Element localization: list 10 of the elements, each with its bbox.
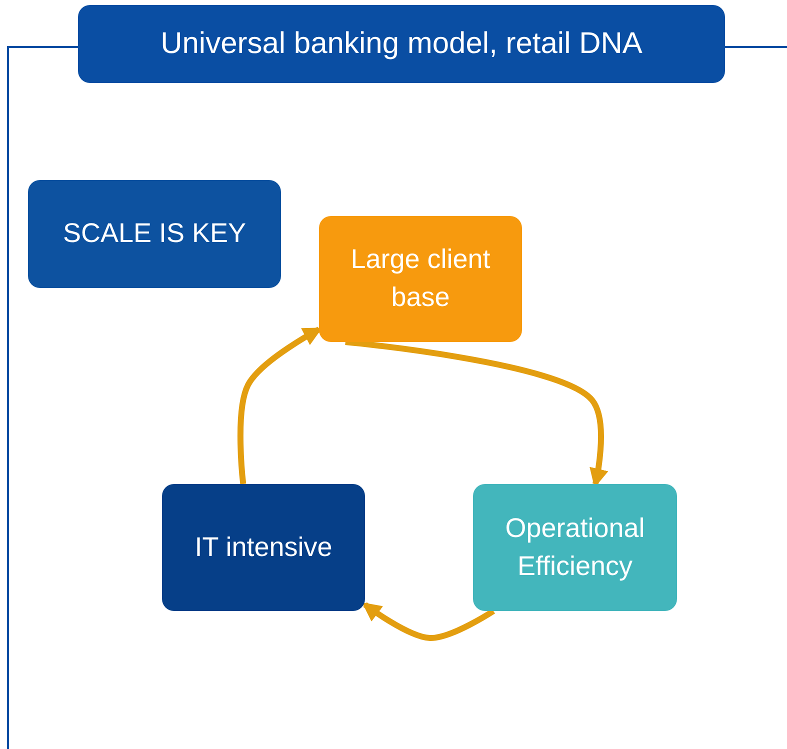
box-label: Large client base <box>350 243 492 314</box>
process-box <box>162 484 365 611</box>
process-box <box>473 484 677 611</box>
process-box <box>28 180 281 288</box>
title-banner: Universal banking model, retail DNA <box>78 5 725 83</box>
process-box <box>319 216 522 342</box>
box-label: SCALE IS KEY <box>62 217 246 250</box>
box-label: Operational Efficiency <box>504 512 646 583</box>
box-label: IT intensive <box>194 530 332 564</box>
cycle-arrow <box>362 602 496 641</box>
